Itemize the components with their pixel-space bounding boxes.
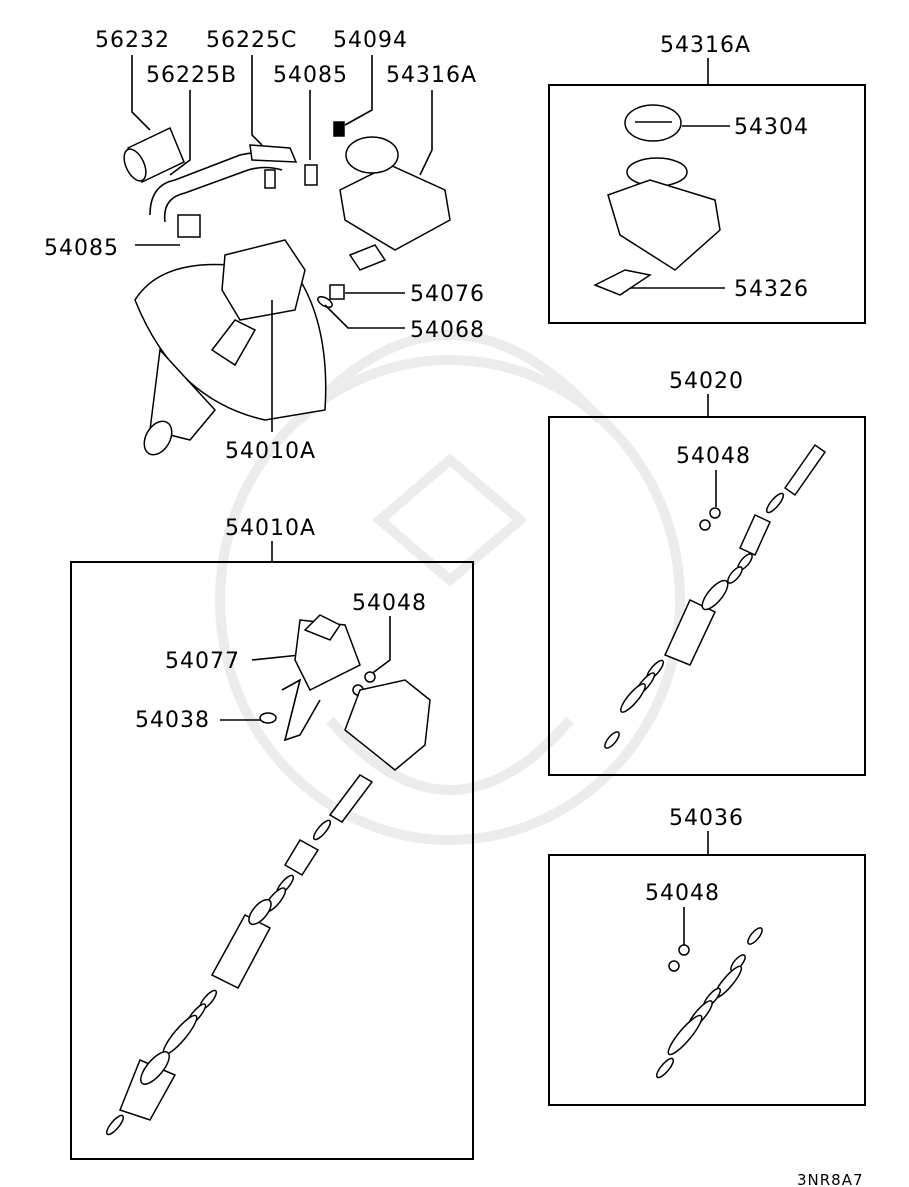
label-54048-a: 54048 — [676, 444, 751, 469]
washer-54068 — [317, 295, 333, 309]
label-54010A-main: 54010A — [225, 439, 316, 464]
label-54020: 54020 — [669, 369, 744, 394]
fitting-54076 — [329, 284, 345, 300]
label-54076: 54076 — [410, 282, 485, 307]
label-56232: 56232 — [95, 28, 170, 53]
label-54068: 54068 — [410, 318, 485, 343]
reservoir-cap-54304 — [624, 104, 682, 142]
label-54048-b: 54048 — [352, 591, 427, 616]
label-54304: 54304 — [734, 115, 809, 140]
watermark-emblem — [215, 330, 685, 845]
label-54326: 54326 — [734, 277, 809, 302]
label-54048-c: 54048 — [645, 881, 720, 906]
label-54316A-box: 54316A — [660, 33, 751, 58]
valve-kit-54020-parts — [604, 443, 827, 749]
label-54094: 54094 — [333, 28, 408, 53]
reservoir-54316A — [607, 157, 721, 271]
hose-56225C — [249, 144, 298, 163]
hose-56232 — [123, 126, 185, 184]
label-54038: 54038 — [135, 708, 210, 733]
seal-kit-54036-parts — [655, 927, 763, 1079]
leader-lines-top — [131, 55, 433, 432]
box-54010A — [70, 561, 474, 1160]
label-56225C: 56225C — [206, 28, 297, 53]
reservoir-54316A-top — [339, 136, 451, 271]
clamps — [177, 121, 345, 238]
box-54316A — [548, 84, 866, 324]
label-54036: 54036 — [669, 806, 744, 831]
label-54085-left: 54085 — [44, 236, 119, 261]
figure-code: 3NR8A7 — [797, 1171, 864, 1187]
label-56225B: 56225B — [146, 63, 237, 88]
label-54085-top: 54085 — [273, 63, 348, 88]
box-54020 — [548, 416, 866, 776]
label-54010A-box: 54010A — [225, 516, 316, 541]
box-54036 — [548, 854, 866, 1106]
grommet-54326 — [593, 269, 652, 296]
label-54077: 54077 — [165, 649, 240, 674]
master-valve-body — [210, 239, 306, 367]
valve-assembly-54010A-parts — [105, 614, 431, 1136]
label-54316A-top: 54316A — [386, 63, 477, 88]
